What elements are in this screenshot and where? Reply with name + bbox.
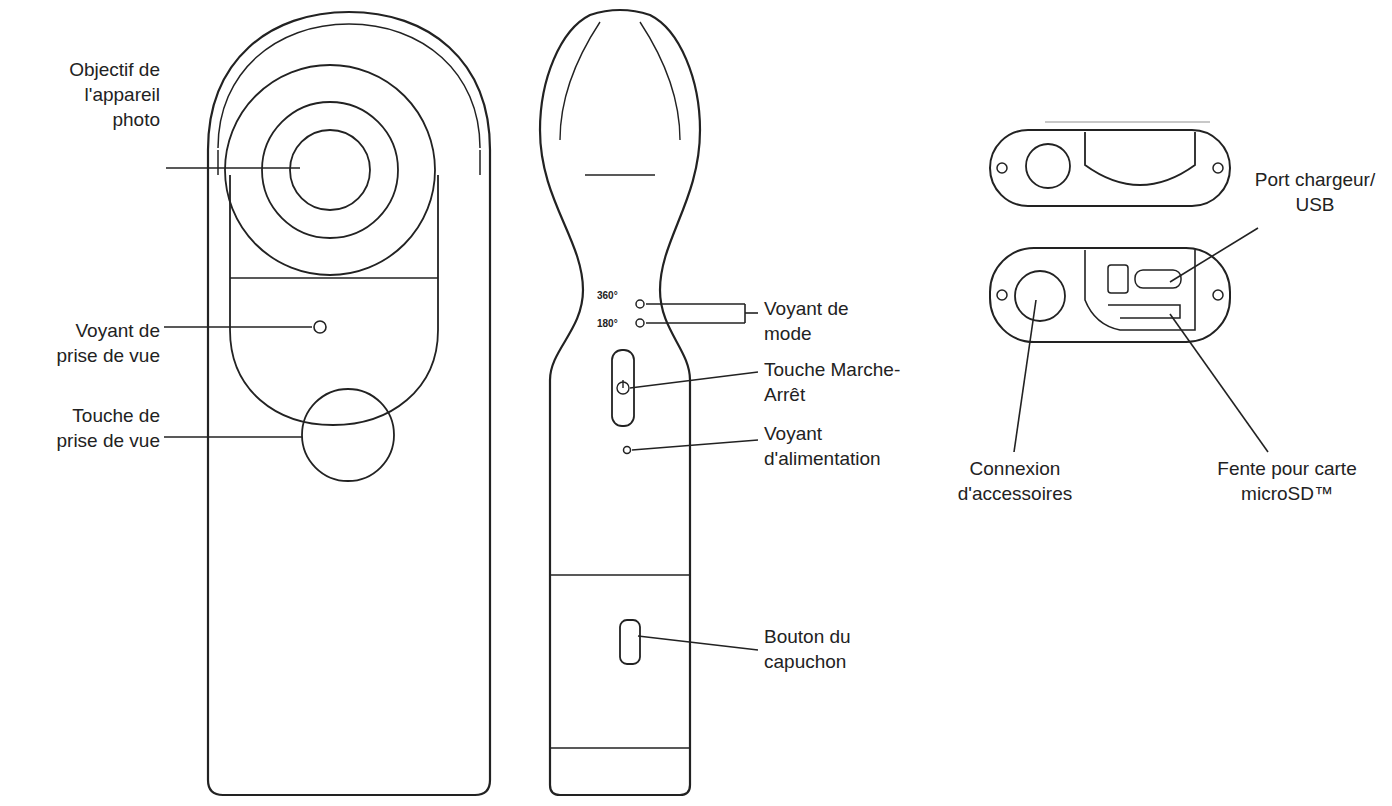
leader-line bbox=[646, 322, 745, 324]
bottom-views bbox=[990, 122, 1230, 342]
leader-line bbox=[585, 174, 655, 176]
leader-line bbox=[1014, 300, 1036, 452]
outline-stroke bbox=[636, 319, 644, 327]
leader-line bbox=[1045, 121, 1210, 123]
part-label: Voyant d'alimentation bbox=[764, 421, 924, 471]
part-label: Connexion d'accessoires bbox=[945, 456, 1085, 506]
outline-stroke bbox=[225, 65, 435, 275]
leader-line bbox=[1170, 314, 1268, 452]
mode-mark: 360° bbox=[597, 290, 627, 302]
outline-stroke bbox=[624, 447, 631, 454]
part-label: Bouton du capuchon bbox=[764, 624, 884, 674]
outline-stroke bbox=[1085, 132, 1195, 185]
front-view bbox=[208, 12, 490, 795]
outline-stroke bbox=[1108, 305, 1180, 318]
outline-stroke bbox=[990, 248, 1230, 342]
part-label: Objectif de l'appareil photo bbox=[40, 57, 160, 132]
outline-stroke bbox=[1026, 144, 1070, 188]
outline-stroke bbox=[262, 102, 398, 238]
leader-line bbox=[1170, 228, 1258, 282]
outline-stroke bbox=[1015, 271, 1065, 321]
outline-stroke bbox=[990, 130, 1230, 206]
part-label: Touche Marche-Arrêt bbox=[764, 357, 904, 407]
leader-line bbox=[638, 636, 758, 650]
outline-stroke bbox=[640, 22, 680, 140]
outline-stroke bbox=[636, 300, 644, 308]
leader-line bbox=[217, 150, 219, 175]
part-label: Touche de prise de vue bbox=[30, 403, 160, 453]
leader-line bbox=[646, 303, 745, 305]
mode-mark: 180° bbox=[597, 318, 627, 330]
outline-stroke bbox=[997, 163, 1007, 173]
leader-line bbox=[479, 150, 481, 175]
leader-line bbox=[745, 312, 758, 314]
outline-stroke bbox=[1085, 250, 1195, 330]
outline-stroke bbox=[208, 12, 490, 795]
outline-stroke bbox=[218, 24, 480, 148]
leader-line bbox=[164, 436, 302, 438]
leader-line bbox=[550, 747, 690, 749]
outline-stroke bbox=[997, 290, 1007, 300]
outline-stroke bbox=[1213, 290, 1223, 300]
leader-line bbox=[630, 372, 758, 388]
leader-line bbox=[164, 326, 312, 328]
outline-stroke bbox=[620, 620, 640, 664]
leader-lines bbox=[164, 168, 1268, 650]
part-label: Fente pour carte microSD™ bbox=[1192, 456, 1382, 506]
outline-stroke bbox=[314, 321, 326, 333]
outline-stroke bbox=[540, 10, 700, 795]
leader-line bbox=[230, 277, 438, 279]
leader-line bbox=[166, 167, 300, 169]
part-label: Voyant de prise de vue bbox=[30, 318, 160, 368]
part-label: Voyant de mode bbox=[764, 296, 884, 346]
side-view bbox=[540, 10, 700, 795]
outline-stroke bbox=[302, 389, 394, 481]
outline-stroke bbox=[560, 22, 600, 140]
outline-stroke bbox=[290, 130, 370, 210]
leader-line bbox=[550, 574, 690, 576]
outline-stroke bbox=[1213, 163, 1223, 173]
outline-stroke bbox=[230, 175, 438, 425]
outline-stroke bbox=[1108, 265, 1128, 293]
part-label: Port chargeur/ USB bbox=[1245, 167, 1385, 217]
leader-line bbox=[632, 440, 758, 450]
leader-line bbox=[622, 380, 623, 388]
